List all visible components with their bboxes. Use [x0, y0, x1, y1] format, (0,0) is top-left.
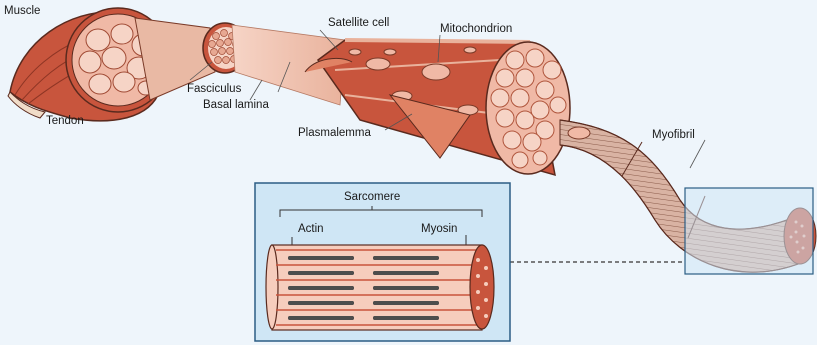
- label-muscle: Muscle: [4, 5, 40, 17]
- label-mitochondrion: Mitochondrion: [440, 23, 512, 35]
- label-satellite-cell: Satellite cell: [328, 17, 389, 29]
- label-basal-lamina: Basal lamina: [203, 99, 269, 111]
- label-myofibril: Myofibril: [652, 129, 695, 141]
- label-plasmalemma: Plasmalemma: [298, 127, 371, 139]
- label-actin: Actin: [298, 223, 324, 235]
- muscle-fiber-shape: [305, 40, 570, 175]
- label-fasciculus: Fasciculus: [187, 83, 242, 95]
- myofibril-highlight-box: [685, 188, 813, 274]
- label-tendon: Tendon: [46, 115, 84, 127]
- sarcomere-inset: [255, 183, 510, 341]
- label-myosin: Myosin: [421, 223, 457, 235]
- label-sarcomere: Sarcomere: [344, 191, 400, 203]
